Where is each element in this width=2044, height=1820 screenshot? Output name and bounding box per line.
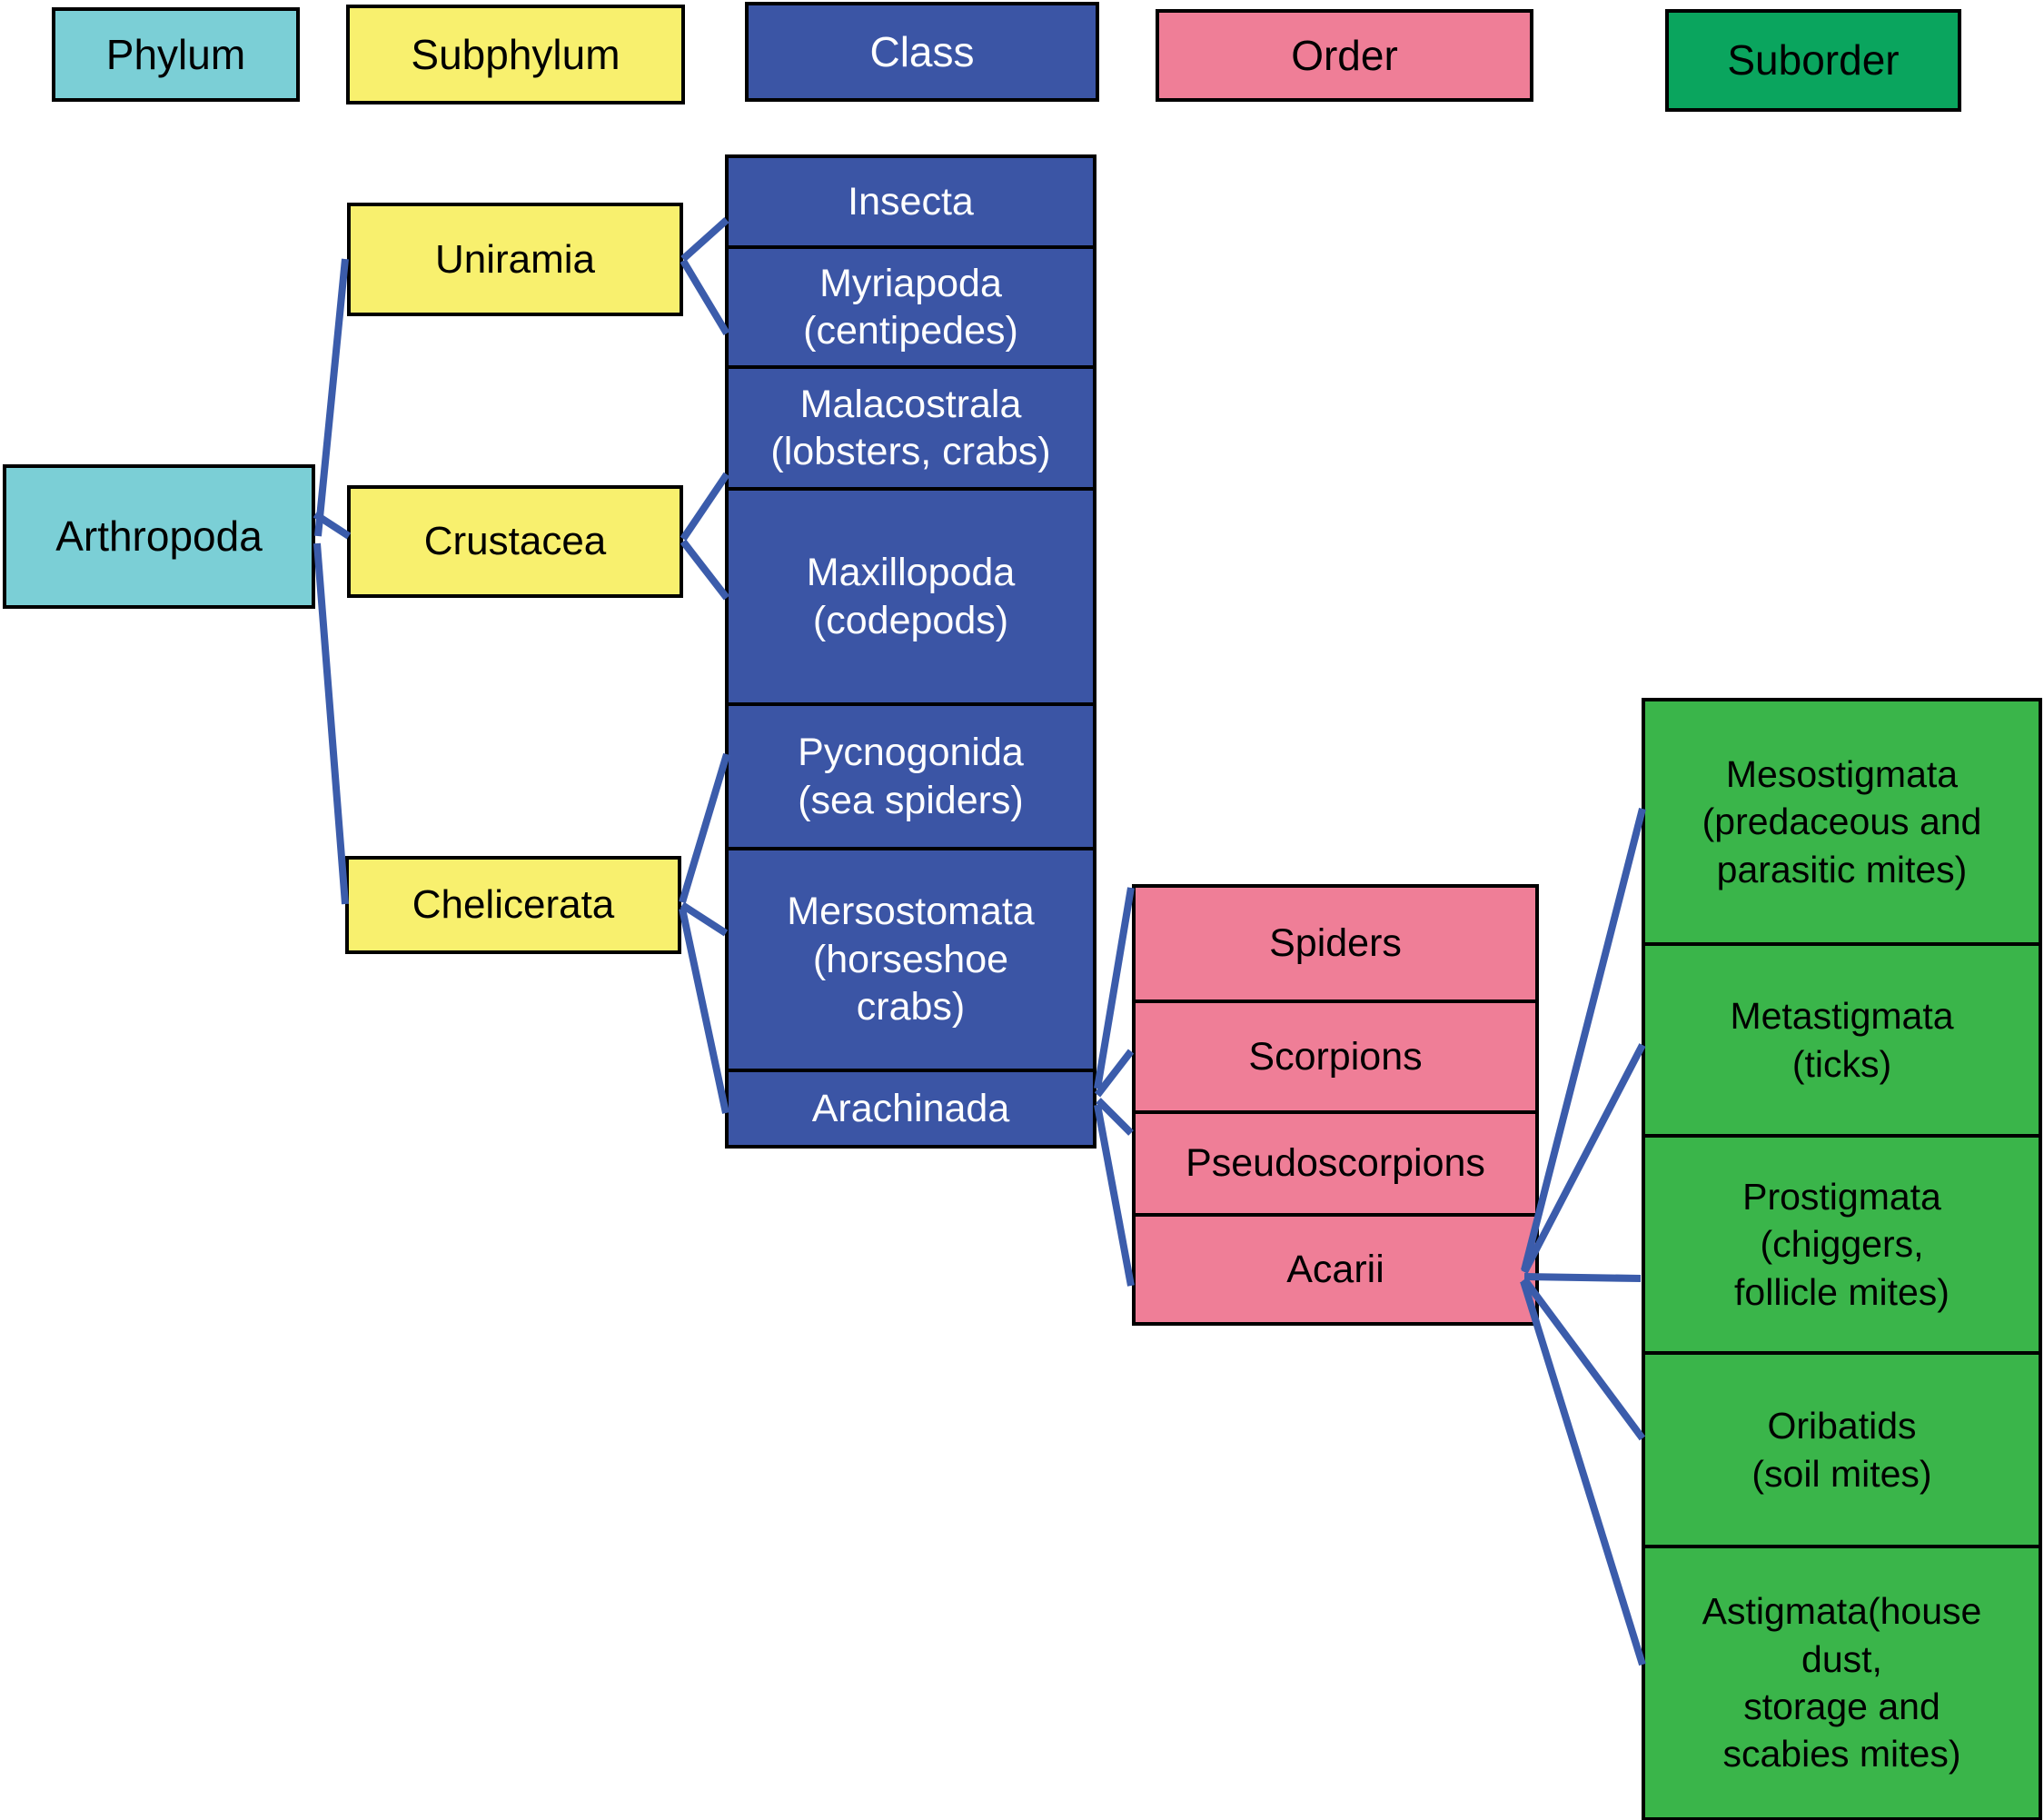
connector-chelicerata-pycnogonida [679, 752, 730, 904]
connector-acarii-metastigmata [1521, 1043, 1646, 1274]
header-suborder: Suborder [1665, 9, 1961, 112]
connector-chelicerata-mersostomata [680, 901, 729, 937]
node-arthropoda: Arthropoda [3, 464, 315, 609]
order-row-scorpions: Scorpions [1132, 1000, 1539, 1114]
node-uniramia: Uniramia [347, 203, 683, 316]
connector-uniramia-insecta [680, 217, 729, 262]
class-row-mersostomata: Mersostomata (horseshoe crabs) [725, 847, 1096, 1072]
order-row-pseudoscorpions: Pseudoscorpions [1132, 1110, 1539, 1217]
connector-arthropoda-uniramia [314, 258, 349, 537]
connector-uniramia-myriapoda [680, 258, 730, 336]
suborder-row-mesostigmata: Mesostigmata (predaceous and parasitic m… [1642, 698, 2042, 946]
suborder-row-metastigmata: Metastigmata (ticks) [1642, 942, 2042, 1138]
connector-arachinada-pseudoscorpions [1096, 1098, 1134, 1136]
connector-acarii-mesostigmata [1521, 808, 1646, 1271]
connector-crustacea-maxillopoda [680, 539, 730, 601]
connector-arachinada-spiders [1094, 887, 1135, 1089]
connector-crustacea-malacostrala [680, 472, 730, 542]
connector-arthropoda-crustacea [313, 511, 352, 540]
connector-arachinada-scorpions [1094, 1049, 1135, 1098]
suborder-row-astigmata: Astigmata(house dust, storage and scabie… [1642, 1545, 2042, 1820]
class-row-malacostrala: Malacostrala (lobsters, crabs) [725, 365, 1096, 491]
suborder-row-prostigmata: Prostigmata (chiggers, follicle mites) [1642, 1134, 2042, 1355]
header-subphylum: Subphylum [346, 5, 685, 104]
connector-acarii-oribatids [1521, 1277, 1646, 1441]
class-row-pycnogonida: Pycnogonida (sea spiders) [725, 702, 1096, 850]
node-crustacea: Crustacea [347, 485, 683, 598]
class-row-maxillopoda: Maxillopoda (codepods) [725, 487, 1096, 706]
connector-chelicerata-arachinada [679, 908, 729, 1114]
order-row-spiders: Spiders [1132, 884, 1539, 1003]
connector-arthropoda-chelicerata [313, 542, 349, 905]
connector-arachinada-acarii [1094, 1104, 1135, 1287]
order-row-acarii: Acarii [1132, 1213, 1539, 1326]
suborder-row-oribatids: Oribatids (soil mites) [1642, 1351, 2042, 1548]
class-row-arachinada: Arachinada [725, 1069, 1096, 1149]
class-row-myriapoda: Myriapoda (centipedes) [725, 245, 1096, 369]
suborder-column: Mesostigmata (predaceous and parasitic m… [1642, 698, 2042, 1820]
class-row-insecta: Insecta [725, 154, 1096, 249]
header-order: Order [1156, 9, 1533, 102]
order-column: Spiders Scorpions Pseudoscorpions Acarii [1132, 884, 1539, 1326]
header-phylum: Phylum [52, 7, 300, 102]
node-chelicerata: Chelicerata [345, 856, 681, 954]
class-column: Insecta Myriapoda (centipedes) Malacostr… [725, 154, 1096, 1149]
header-class: Class [745, 2, 1099, 102]
connector-acarii-prostigmata [1523, 1273, 1642, 1282]
connector-acarii-astigmata [1520, 1279, 1646, 1666]
